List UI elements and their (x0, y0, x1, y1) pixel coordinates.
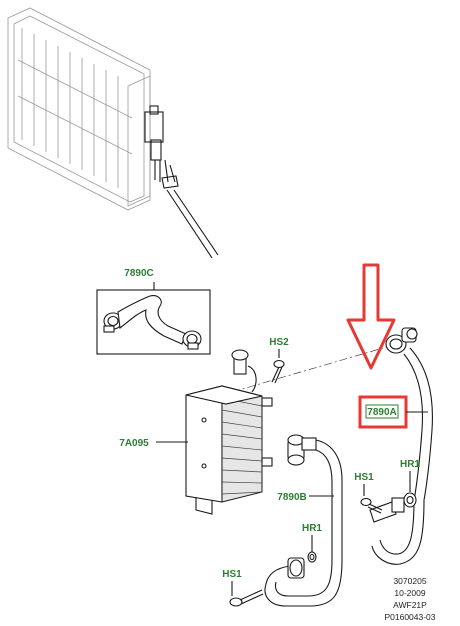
reference-line-1: 3070205 (393, 576, 426, 586)
reference-block: 3070205 10-2009 AWF21P P0160043-03 (384, 576, 435, 622)
o-ring-hr1-bottom (307, 551, 317, 563)
callout-hs1-right: HS1 (354, 472, 374, 483)
highlight-arrow (346, 263, 396, 370)
callout-hs1-bottom: HS1 (222, 569, 242, 580)
hose-7890b (264, 434, 343, 607)
reference-line-3: AWF21P (393, 600, 427, 610)
oil-cooler-7a095 (185, 349, 273, 515)
screw-hs1-bottom (229, 589, 264, 607)
callout-hr1-bottom: HR1 (302, 523, 322, 534)
radiator-assembly (7, 7, 219, 259)
callout-7890a: 7890A (367, 407, 396, 418)
screw-hs1-right (360, 497, 383, 514)
screw-hs2 (271, 359, 285, 384)
reference-line-4: P0160043-03 (384, 612, 435, 622)
callout-hs2: HS2 (269, 337, 289, 348)
hose-7890c-box (96, 289, 211, 355)
callout-hr1-right: HR1 (400, 459, 420, 470)
callout-7890c: 7890C (124, 268, 153, 279)
reference-line-2: 10-2009 (394, 588, 425, 598)
callout-7a095: 7A095 (119, 438, 149, 449)
hose-7890a (369, 327, 433, 565)
callout-7890b: 7890B (277, 492, 306, 503)
